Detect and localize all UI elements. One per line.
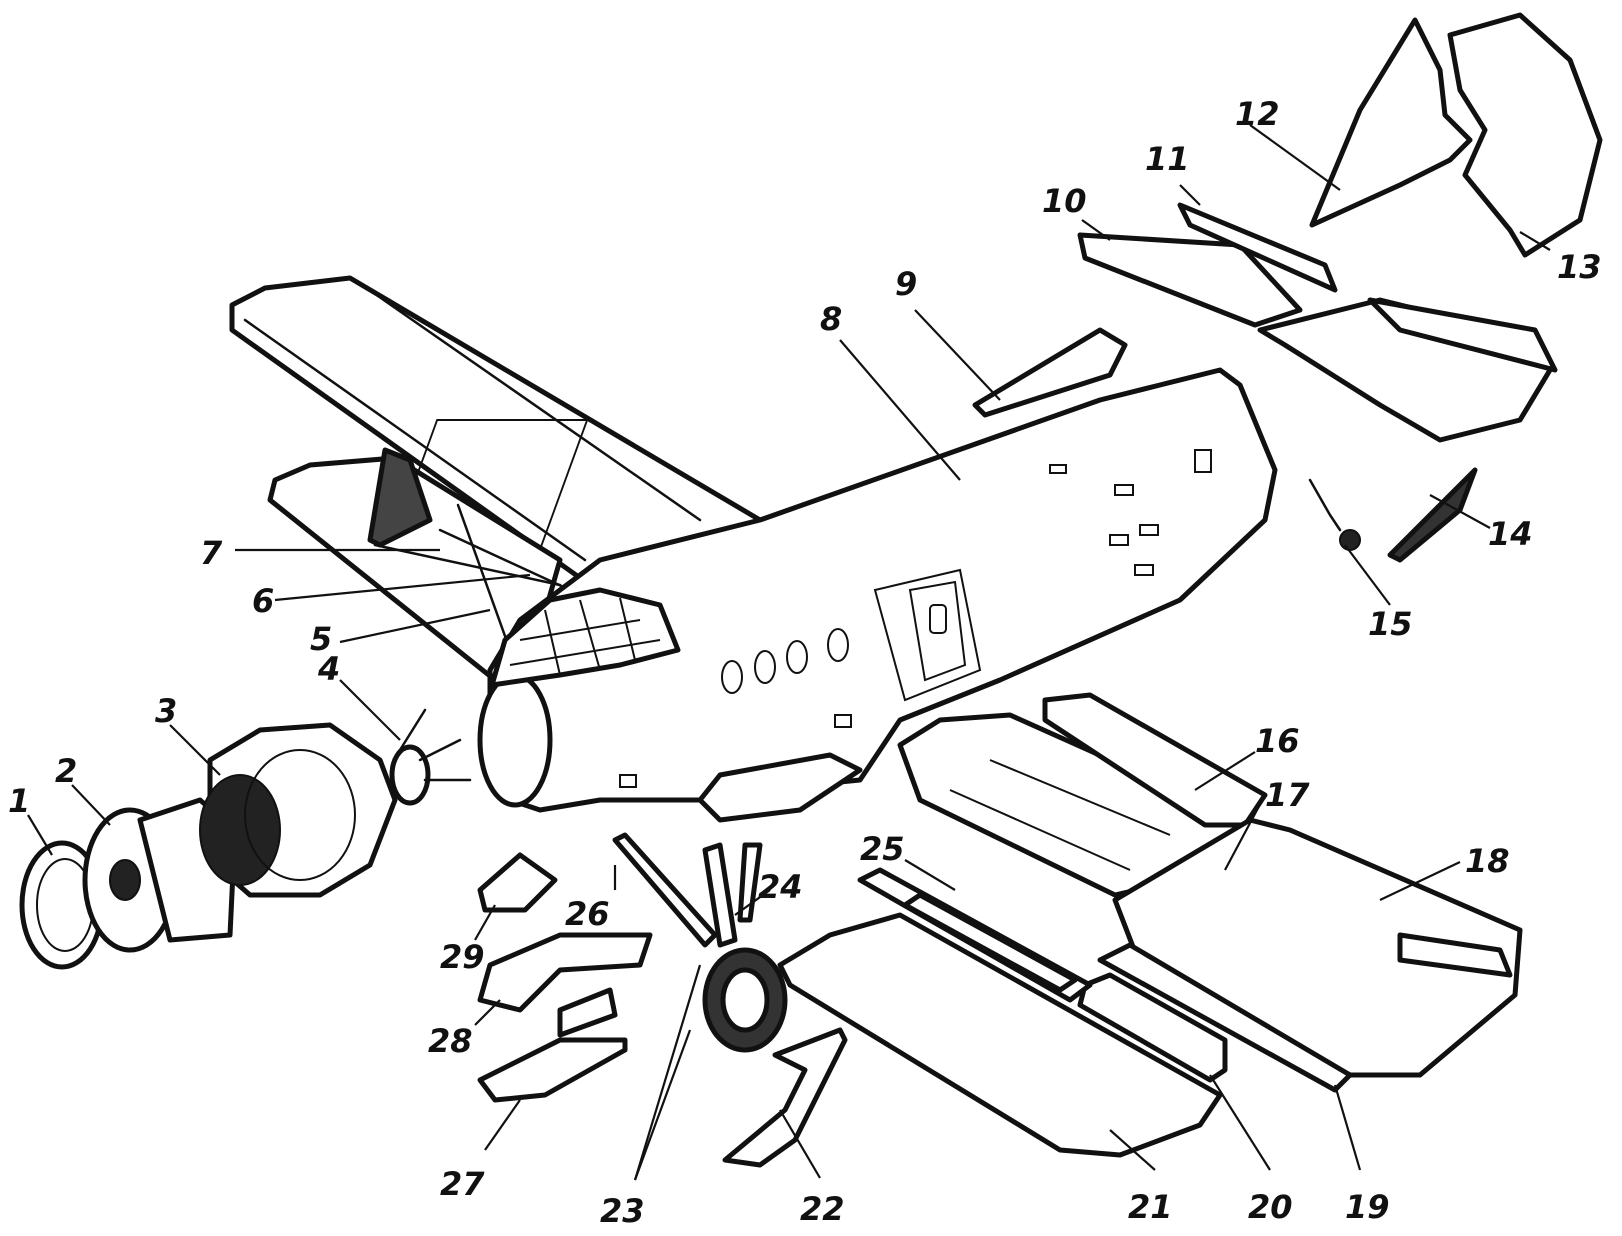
callout-15: 15 xyxy=(1368,605,1413,643)
flap-strip-19 xyxy=(1097,942,1353,1093)
callout-17: 17 xyxy=(1265,776,1310,814)
callout-21: 21 xyxy=(1128,1188,1173,1226)
callout-11: 11 xyxy=(1145,140,1190,178)
wing-struts xyxy=(367,447,572,652)
cockpit-canopy xyxy=(489,587,681,688)
landing-wheel xyxy=(702,947,788,1053)
wing-tip-panel xyxy=(777,912,1223,1158)
callout-16: 16 xyxy=(1255,722,1300,760)
callout-labels: 1 2 3 4 5 6 7 8 9 10 11 12 13 14 15 16 1… xyxy=(8,95,1602,1230)
fairing-27 xyxy=(477,1037,628,1103)
horizontal-stabilizer xyxy=(1257,297,1558,443)
callout-18: 18 xyxy=(1465,842,1510,880)
callout-29: 29 xyxy=(440,938,485,976)
gear-leg-24 xyxy=(702,842,738,948)
engine-cylinder xyxy=(199,722,398,898)
elevator-left xyxy=(1077,232,1303,328)
callout-23: 23 xyxy=(600,1192,645,1230)
callout-9: 9 xyxy=(895,265,917,303)
wheel-fairing-22 xyxy=(722,1027,848,1168)
callout-4: 4 xyxy=(317,650,340,688)
callout-26: 26 xyxy=(565,895,610,933)
tail-brace xyxy=(1387,467,1478,563)
callout-13: 13 xyxy=(1557,248,1602,286)
nose-ring xyxy=(477,672,553,808)
flap-strip-20 xyxy=(1077,972,1228,1083)
fairing-28 xyxy=(477,932,653,1013)
cap-29 xyxy=(477,852,558,913)
callout-22: 22 xyxy=(800,1190,845,1228)
callout-28: 28 xyxy=(428,1022,473,1060)
aileron-lower xyxy=(1397,932,1513,978)
fairing-28b xyxy=(557,987,618,1038)
callout-25: 25 xyxy=(860,830,905,868)
callout-12: 12 xyxy=(1235,95,1280,133)
fuselage xyxy=(487,367,1278,813)
callout-5: 5 xyxy=(310,620,332,658)
callout-27: 27 xyxy=(440,1165,485,1203)
lower-wing xyxy=(267,455,563,703)
flap-strip-25b xyxy=(902,892,1078,993)
tail-wheel xyxy=(1308,478,1361,551)
gear-strut xyxy=(737,842,763,923)
rudder xyxy=(1447,12,1603,258)
callout-2: 2 xyxy=(55,752,77,790)
callout-7: 7 xyxy=(200,534,223,572)
callout-8: 8 xyxy=(820,300,842,338)
callout-14: 14 xyxy=(1488,515,1533,553)
gear-leg-26 xyxy=(612,832,718,948)
callout-1: 1 xyxy=(8,782,30,820)
callout-24: 24 xyxy=(758,868,803,906)
belly-fairing xyxy=(697,752,863,823)
callout-20: 20 xyxy=(1248,1188,1293,1226)
callout-10: 10 xyxy=(1042,182,1087,220)
callout-3: 3 xyxy=(155,692,177,730)
tail-fitting xyxy=(972,327,1128,418)
leader-lines xyxy=(27,124,1551,1181)
callout-6: 6 xyxy=(252,582,274,620)
fin xyxy=(1309,17,1473,228)
callout-19: 19 xyxy=(1345,1188,1390,1226)
engine-mount-ring xyxy=(389,708,472,806)
elevator-trim-tab xyxy=(1177,202,1338,293)
